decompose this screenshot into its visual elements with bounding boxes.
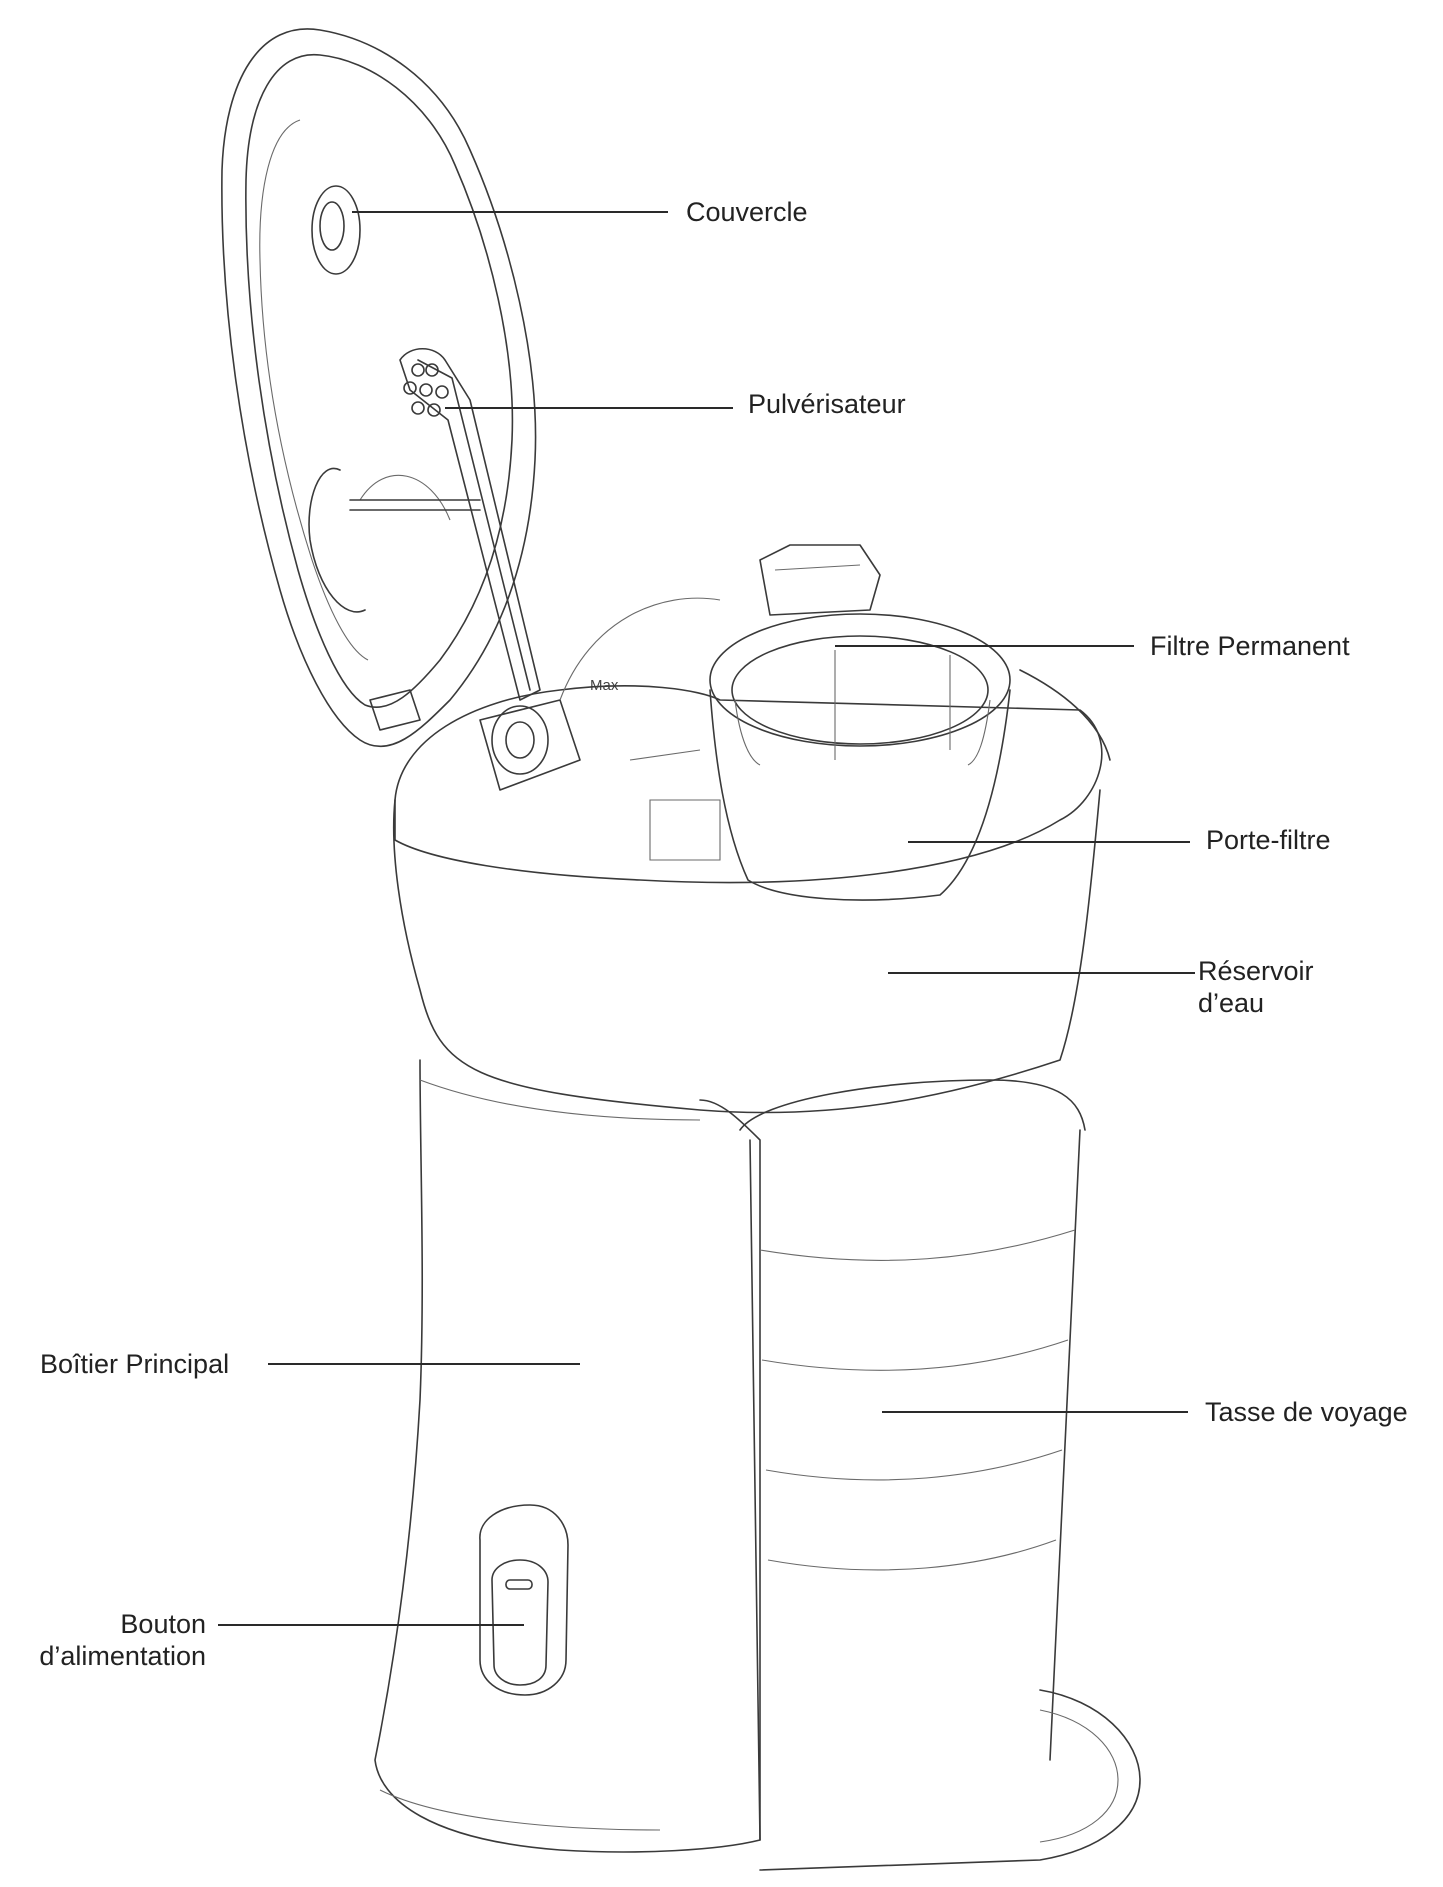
- lid: [221, 28, 537, 748]
- label-bouton-alimentation: Bouton d’alimentation: [39, 1608, 206, 1672]
- label-bouton-line2: d’alimentation: [39, 1641, 206, 1671]
- label-reservoir-line2: d’eau: [1198, 988, 1265, 1018]
- label-bouton-line1: Bouton: [120, 1609, 206, 1639]
- label-reservoir-line1: Réservoir: [1198, 956, 1314, 986]
- label-pulverisateur: Pulvérisateur: [748, 389, 906, 419]
- label-reservoir: Réservoir d’eau: [1198, 955, 1314, 1019]
- label-couvercle: Couvercle: [686, 197, 808, 227]
- label-boitier-principal: Boîtier Principal: [40, 1349, 230, 1379]
- label-tasse-de-voyage: Tasse de voyage: [1205, 1397, 1408, 1427]
- travel-mug: [739, 1079, 1141, 1871]
- shower-arm: Max: [399, 347, 619, 791]
- main-body: [374, 1059, 761, 1853]
- reservoir: [392, 597, 1103, 1114]
- label-filtre-permanent: Filtre Permanent: [1150, 631, 1350, 661]
- power-button: [491, 1559, 549, 1686]
- filter-holder: [709, 544, 1111, 901]
- power-button-housing: [479, 1504, 569, 1696]
- leader-lines: [218, 211, 1195, 1626]
- label-porte-filtre: Porte-filtre: [1206, 825, 1331, 855]
